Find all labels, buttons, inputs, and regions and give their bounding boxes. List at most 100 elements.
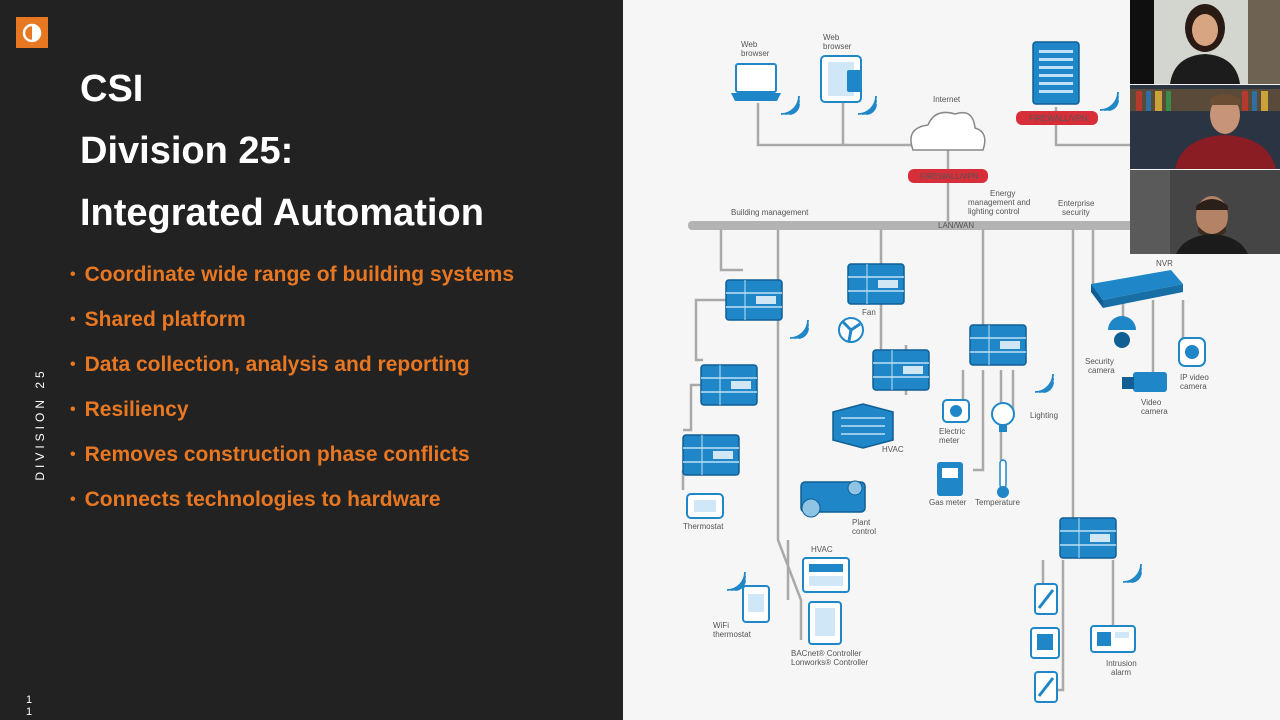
temperature-label: Temperature [975,498,1020,507]
title-line-3: Integrated Automation [80,192,484,234]
bullet-item: • Resiliency [70,393,514,438]
bullet-item: • Data collection, analysis and reporting [70,348,514,393]
thermometer-icon [997,459,1009,498]
controller-security-icon [1059,517,1117,559]
brand-logo-icon [16,17,48,48]
wifi-server-icon [1099,91,1119,111]
bullet-dot-icon: • [70,356,76,373]
participant-avatar-icon [1130,0,1280,84]
wifi-security-icon [1122,563,1142,583]
lan-wan-bar [688,221,1148,230]
wifi-thermostat-icon [742,585,770,623]
lighting-label: Lighting [1030,411,1058,420]
bullet-text: Shared platform [84,308,246,331]
participant-avatar-icon [1130,85,1280,169]
bullet-text: Connects technologies to hardware [84,488,441,511]
bullet-dot-icon: • [70,311,76,328]
bullet-dot-icon: • [70,446,76,463]
bullet-item: • Removes construction phase conflicts [70,438,514,483]
controller-fan-icon [847,263,905,305]
tablet-icon [820,55,862,103]
bullet-list: • Coordinate wide range of building syste… [70,258,514,528]
bullet-text: Resiliency [84,398,189,421]
title-line-2: Division 25: [80,130,294,172]
bullet-text: Coordinate wide range of building system… [84,263,515,286]
internet-label: Internet [933,95,961,104]
bullet-text: Data collection, analysis and reporting [84,353,470,376]
wifi-laptop-icon [780,95,800,115]
bullet-item: • Coordinate wide range of building syste… [70,258,514,303]
ip-video-camera-icon [1178,337,1206,367]
thermostat-icon [686,493,724,519]
video-camera-icon [1122,372,1167,392]
hvac-low-label: HVAC [811,545,833,554]
building-mgmt-label: Building management [731,208,809,217]
logo-mark-icon [22,23,42,42]
access-panel-3-icon [1034,671,1058,703]
bullet-item: • Connects technologies to hardware [70,483,514,528]
participant-video-tile-3[interactable] [1130,170,1280,254]
firewall-mid-badge [908,169,988,183]
gas-meter-label: Gas meter [929,498,967,507]
participant-video-tile-2[interactable] [1130,85,1280,169]
fan-icon [838,317,864,343]
thermostat-label: Thermostat [683,522,724,531]
firewall-top-badge [1016,111,1098,125]
plant-chiller-icon [800,480,866,518]
participant-avatar-icon [1130,170,1280,254]
hvac-unit-icon [832,403,894,449]
controller-energy-icon [969,324,1027,366]
access-panel-1-icon [1034,583,1058,615]
lan-wan-label: LAN/WAN [938,221,974,230]
access-panel-2-icon [1030,627,1060,659]
hvac-mid-label: HVAC [882,445,904,454]
participant-video-tile-1[interactable] [1130,0,1280,84]
nvr-label: NVR [1156,259,1173,268]
bullet-dot-icon: • [70,491,76,508]
hvac-controller-icon [802,557,850,593]
wifi-energy-icon [1034,373,1054,393]
bullet-dot-icon: • [70,266,76,283]
bullet-dot-icon: • [70,401,76,418]
security-camera-icon [1108,316,1136,348]
nvr-icon [1091,270,1183,308]
controller-bms-2-icon [700,364,758,406]
intrusion-alarm-icon [1090,625,1136,653]
controller-hvac-icon [872,349,930,391]
wifi-controller-icon [789,319,809,339]
fan-label: Fan [862,308,876,317]
gas-meter-icon [937,462,963,496]
firewall-top-label: FIREWALL/VPN [1029,114,1088,123]
lighting-bulb-icon [991,402,1015,432]
controller-bms-main-icon [725,279,783,321]
bullet-text: Removes construction phase conflicts [84,443,470,466]
internet-cloud-icon [910,111,986,151]
slide-title: CSI Division 25: Integrated Automation [80,58,484,244]
slide-number: 11 [26,694,33,718]
laptop-icon [731,63,781,101]
server-icon [1032,41,1080,105]
wiring-lines [681,103,1185,692]
bullet-item: • Shared platform [70,303,514,348]
bacnet-controller-icon [808,601,842,645]
section-label: DIVISION 25 [33,367,47,481]
electric-meter-icon [942,399,970,423]
slide-text-panel: CSI Division 25: Integrated Automation •… [0,0,623,720]
title-line-1: CSI [80,68,144,110]
firewall-mid-label: FIREWALL/VPN [920,172,979,181]
controller-bms-3-icon [682,434,740,476]
